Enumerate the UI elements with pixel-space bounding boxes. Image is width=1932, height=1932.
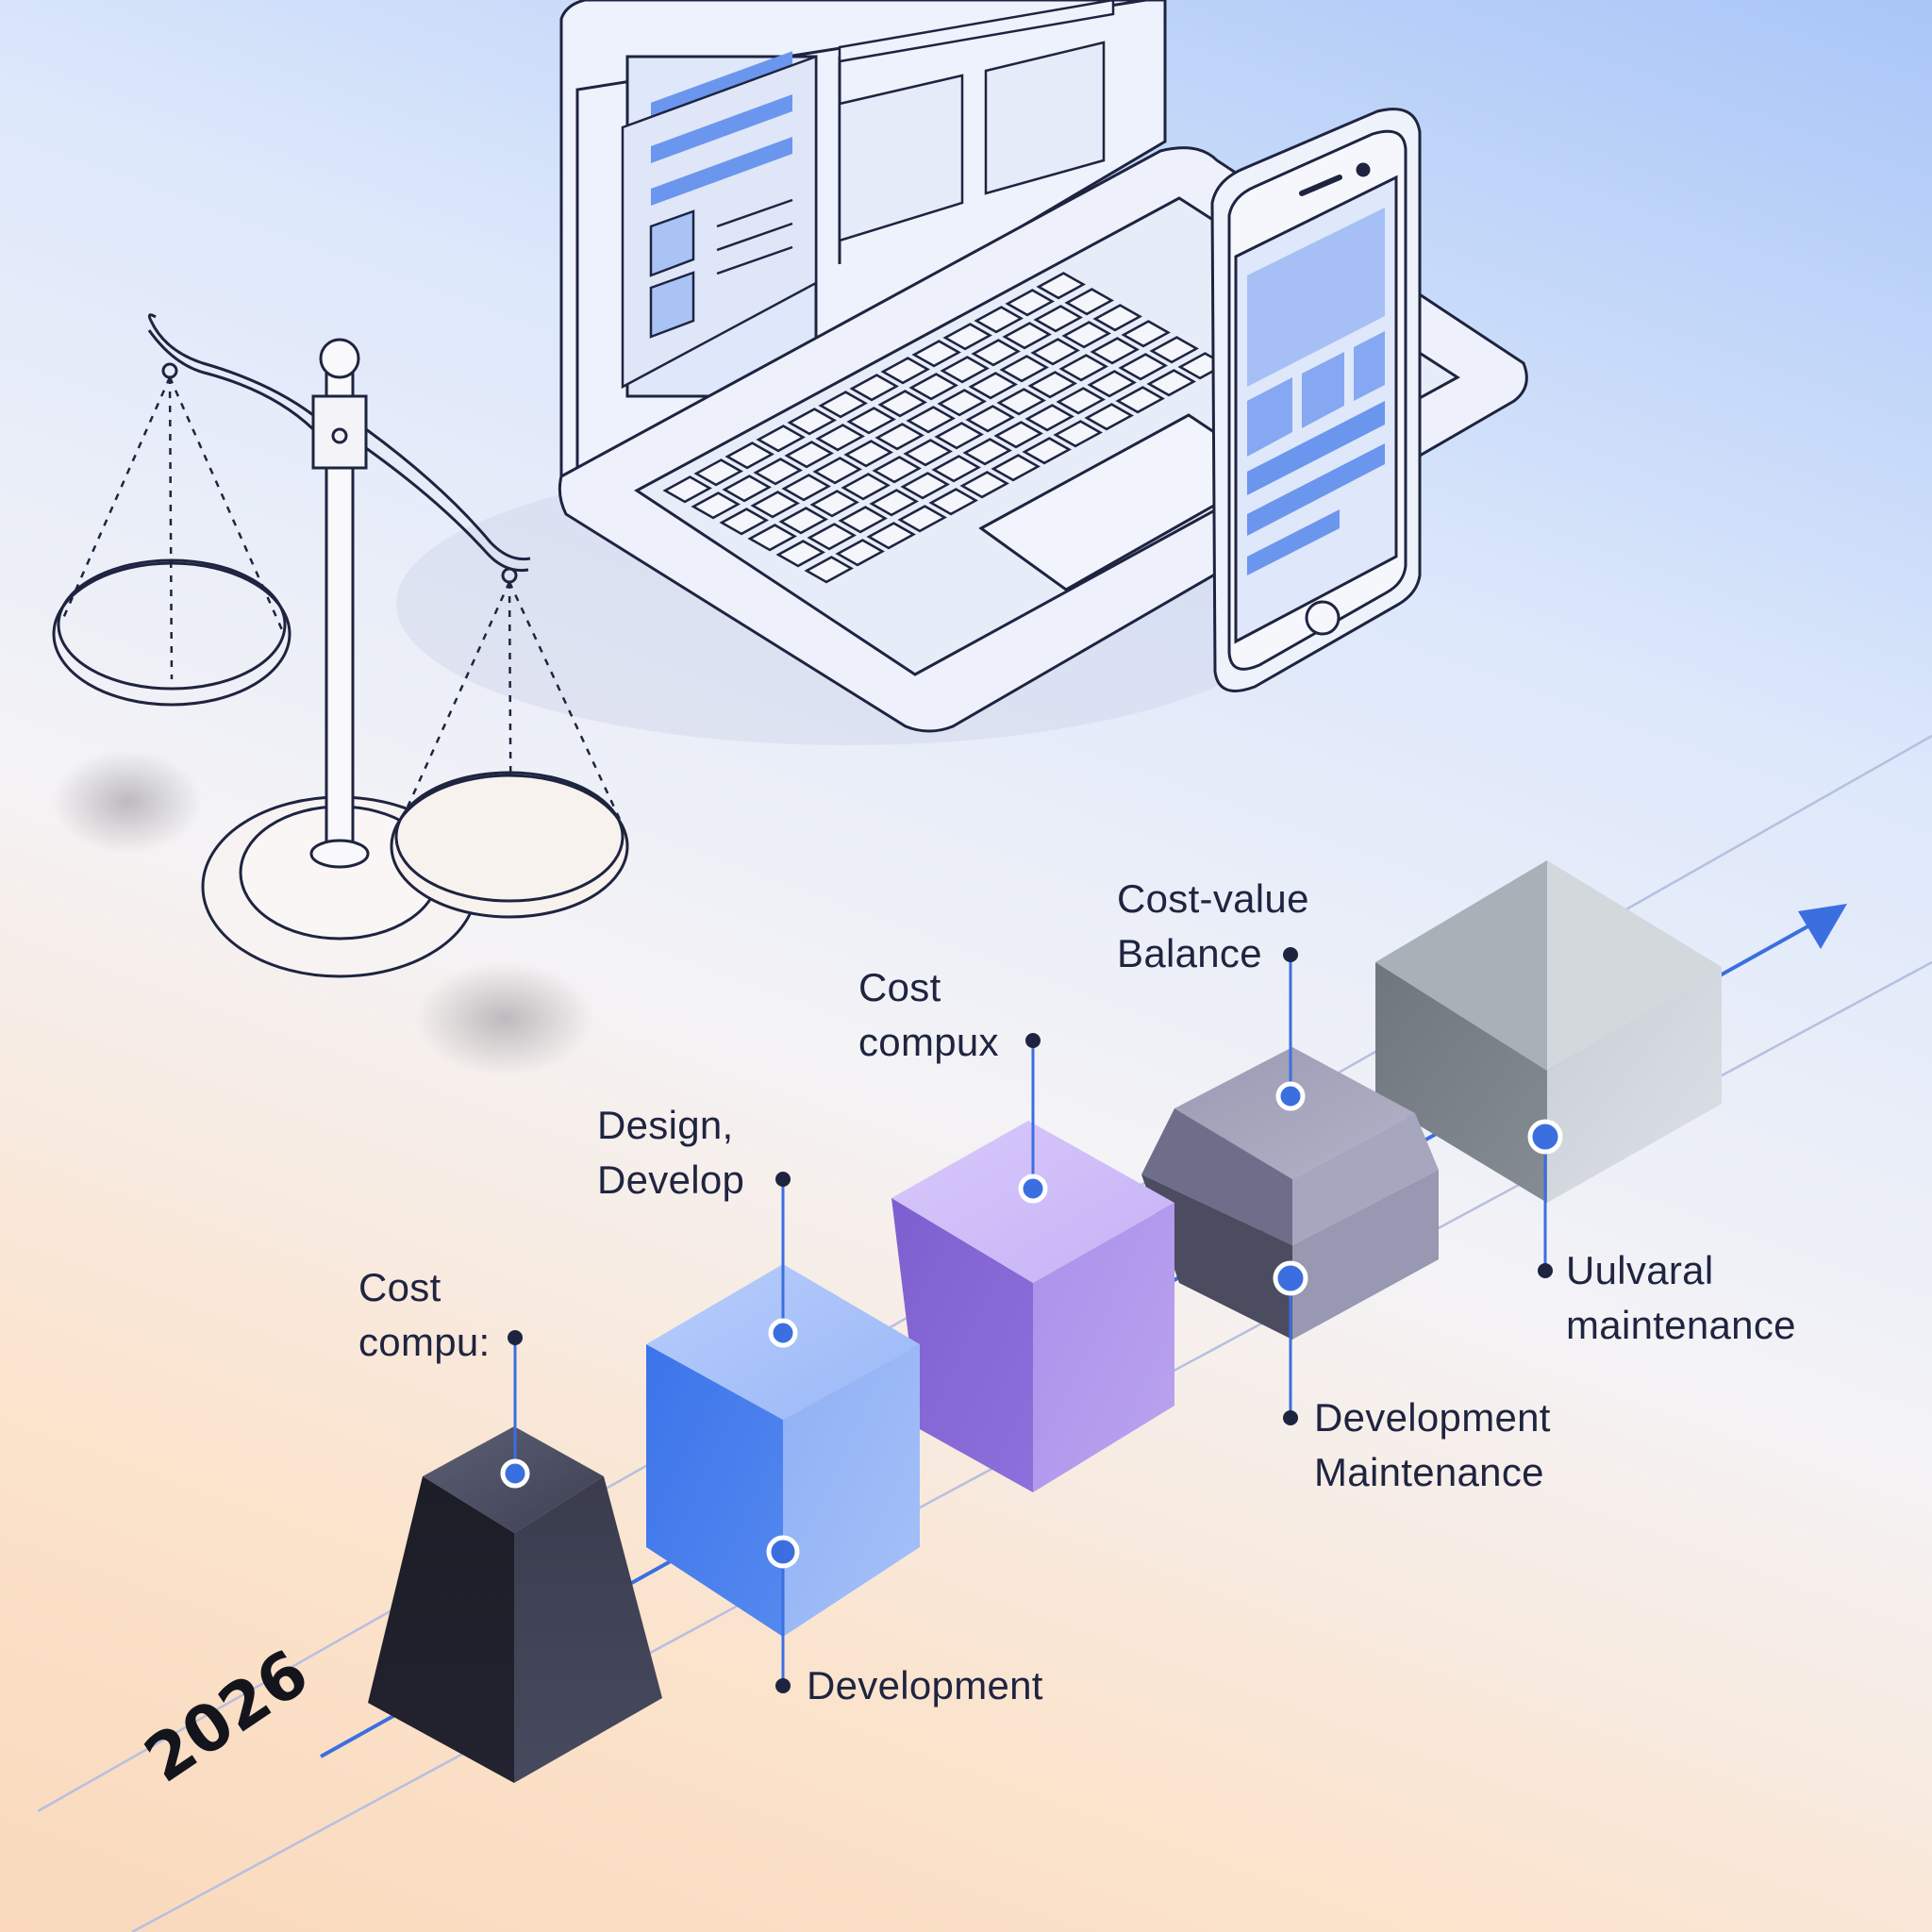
laptop-key xyxy=(846,407,896,435)
laptop-key xyxy=(787,408,837,436)
laptop-key xyxy=(804,556,854,584)
laptop-key xyxy=(1027,371,1077,399)
laptop-key xyxy=(974,306,1024,334)
laptop-key xyxy=(1005,289,1055,317)
laptop-key xyxy=(934,422,984,450)
laptop-key xyxy=(1022,437,1072,465)
balance-scale-icon xyxy=(52,313,629,1075)
laptop-key xyxy=(937,389,987,417)
laptop-key xyxy=(965,405,1015,433)
laptop-key xyxy=(691,491,741,520)
laptop-key xyxy=(753,458,803,486)
laptop-key xyxy=(880,357,930,385)
laptop-key xyxy=(818,391,868,419)
laptop-key xyxy=(911,340,961,368)
laptop-key xyxy=(1090,337,1140,365)
laptop-key xyxy=(897,505,947,533)
laptop-key xyxy=(900,472,950,500)
label-block4-bottom: Development Maintenance xyxy=(1314,1395,1551,1494)
laptop-key xyxy=(1056,387,1106,415)
laptop-key xyxy=(1024,404,1074,432)
laptop-key xyxy=(747,524,797,552)
laptop-key xyxy=(903,439,953,467)
laptop-key xyxy=(1115,386,1165,414)
laptop-key xyxy=(807,523,857,551)
laptop-key xyxy=(906,406,956,434)
label-block5-bottom: Uulvaral maintenance xyxy=(1566,1248,1796,1347)
laptop-key xyxy=(815,424,865,452)
laptop-key xyxy=(835,539,885,567)
laptop-key xyxy=(1092,304,1142,332)
laptop-key xyxy=(781,474,831,502)
smartphone-icon xyxy=(1210,108,1422,692)
laptop-key xyxy=(1053,420,1103,448)
laptop-key xyxy=(942,323,992,351)
laptop-key xyxy=(908,373,958,401)
laptop-key xyxy=(719,508,769,536)
laptop-key xyxy=(1058,354,1108,382)
laptop-key xyxy=(928,488,978,516)
block-markers xyxy=(500,1081,1563,1569)
laptop-key xyxy=(1084,403,1134,431)
laptop-key xyxy=(1064,288,1114,316)
laptop-key xyxy=(968,372,1018,400)
laptop-key xyxy=(993,421,1043,449)
laptop-key xyxy=(991,454,1041,482)
laptop-key xyxy=(1036,272,1086,300)
laptop-key xyxy=(838,506,888,534)
laptop-key xyxy=(662,475,712,504)
label-dots xyxy=(508,947,1553,1693)
block-5 xyxy=(1375,860,1722,1203)
laptop-key xyxy=(931,455,981,483)
laptop-key xyxy=(874,423,924,451)
laptop-key xyxy=(841,473,891,501)
laptop-key xyxy=(1121,320,1171,348)
laptop-screen-content xyxy=(621,0,1115,390)
label-connectors xyxy=(513,953,1547,1684)
laptop-key xyxy=(866,522,916,550)
laptop-key xyxy=(784,441,834,469)
laptop-key xyxy=(1149,336,1199,364)
laptop-key xyxy=(756,425,806,453)
laptop-key xyxy=(1146,369,1196,397)
block-4 xyxy=(1141,1047,1439,1340)
laptop-key xyxy=(1030,338,1080,366)
laptop-key xyxy=(996,388,1046,416)
label-block2-bottom: Development xyxy=(807,1663,1043,1707)
laptop-keyboard xyxy=(662,272,1227,584)
label-block3-top: Cost compux xyxy=(858,965,999,1064)
laptop-key xyxy=(843,440,893,468)
laptop-key xyxy=(1118,353,1168,381)
laptop-key xyxy=(962,438,1012,466)
laptop-key xyxy=(872,456,922,484)
laptop-key xyxy=(971,339,1021,367)
laptop-key xyxy=(999,355,1049,383)
laptop-key xyxy=(812,457,862,485)
label-block1-top: Cost compu: xyxy=(358,1265,491,1364)
laptop-key xyxy=(809,490,859,518)
laptop-key xyxy=(877,390,927,418)
laptop-key xyxy=(1061,321,1111,349)
laptop-key xyxy=(724,441,774,470)
block-2 xyxy=(646,1264,920,1637)
label-block4-top: Cost-value Balance xyxy=(1117,876,1309,975)
laptop-key xyxy=(775,540,825,568)
laptop-key xyxy=(959,471,1009,499)
laptop-key xyxy=(940,356,990,384)
laptop-key xyxy=(693,458,743,487)
laptop-key xyxy=(1033,305,1083,333)
laptop-key xyxy=(1087,370,1137,398)
laptop-key xyxy=(849,374,899,402)
laptop-key xyxy=(1002,322,1052,350)
laptop-key xyxy=(750,491,800,519)
label-block2-top: Design, Develop xyxy=(597,1103,745,1202)
laptop-key xyxy=(778,507,828,535)
laptop-key xyxy=(869,489,919,517)
laptop-key xyxy=(722,475,772,503)
